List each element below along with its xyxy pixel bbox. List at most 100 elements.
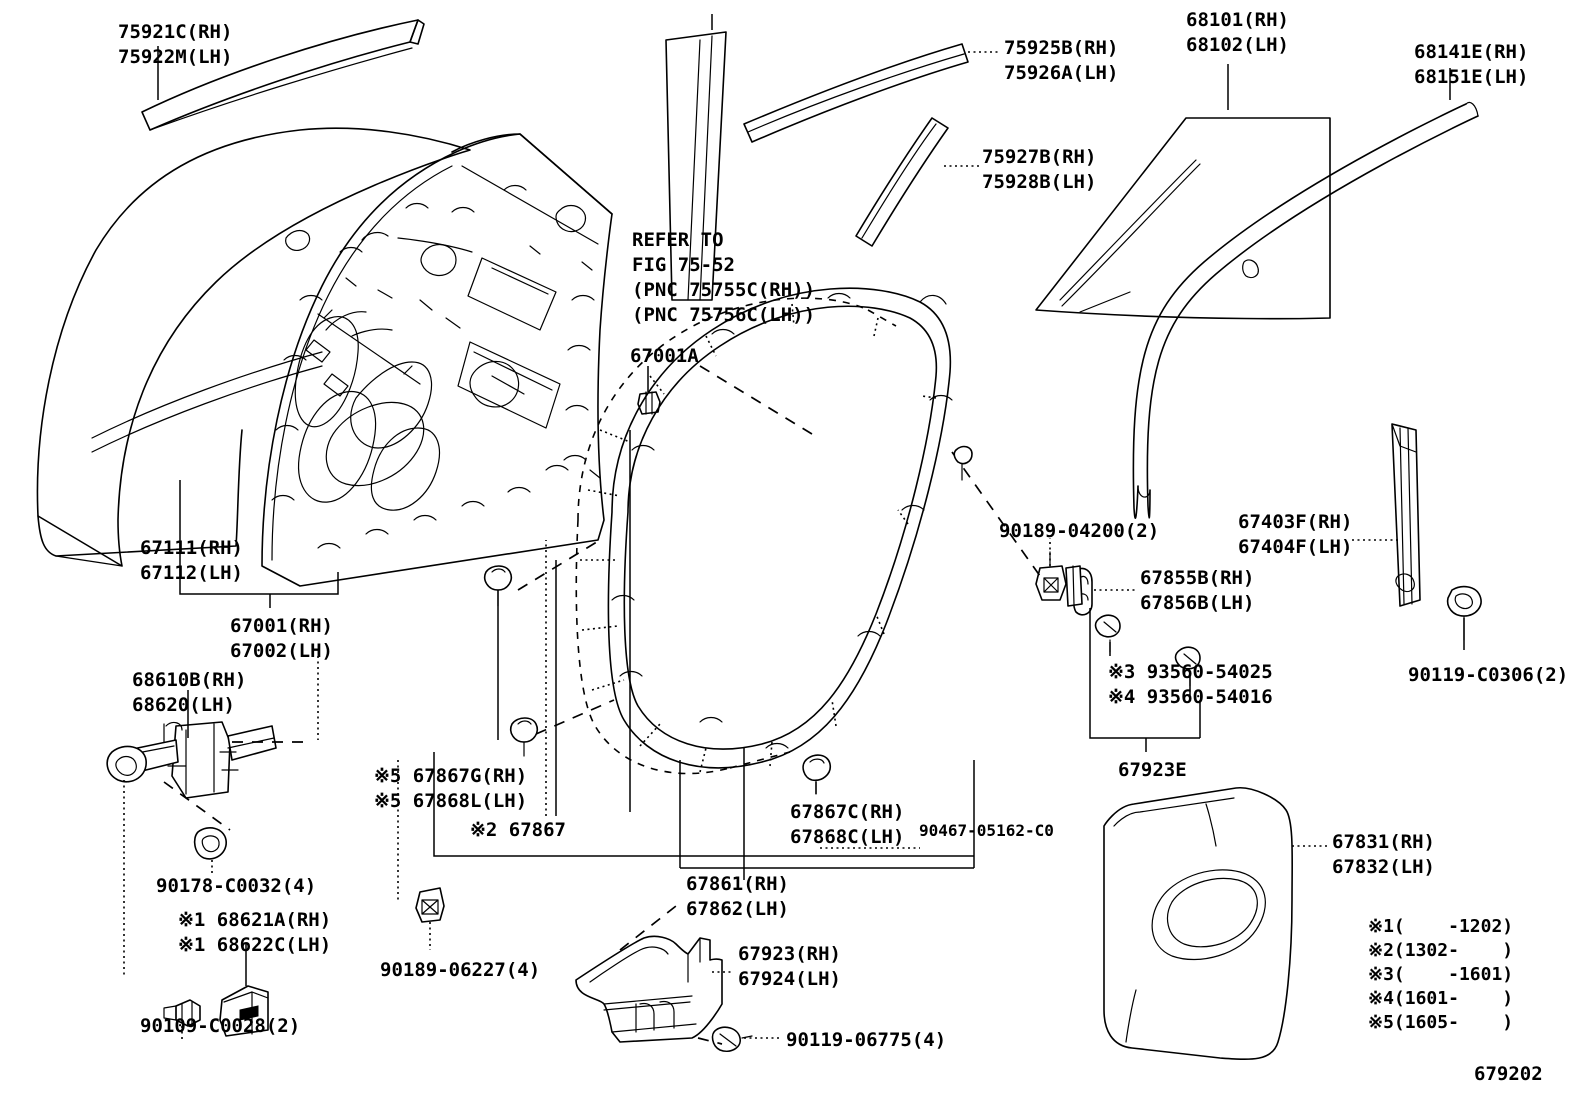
figure-id: 679202 [1474, 1063, 1543, 1085]
part-label-l-68141: 68141E(RH) 68151E(LH) [1414, 40, 1528, 90]
footnote-fn5: ※5(1605- ) [1368, 1012, 1514, 1033]
part-number-text: 90119-C0306(2) [1408, 664, 1569, 686]
leader-weatherstrip-dash-left [517, 539, 601, 591]
leader-67923-dash [619, 905, 677, 951]
part-number-text: 90109-C0028(2) [140, 1015, 301, 1037]
part-number-text: 67862(LH) [686, 898, 789, 920]
part-label-l-90189-04200: 90189-04200(2) [999, 519, 1159, 544]
part-90119-06775-screw [711, 1026, 753, 1053]
part-number-text: ※5 67867G(RH) [374, 765, 528, 787]
part-67923-splash-cover [575, 935, 723, 1043]
part-number-text: REFER TO [632, 229, 724, 251]
part-number-text: 68102(LH) [1186, 34, 1289, 56]
footnote-block: ※1( -1202)※2(1302- )※3( -1601)※4(1601- )… [1368, 915, 1513, 1035]
part-number-text: 75921C(RH) [118, 21, 233, 43]
part-90119-c0306-screw [1446, 585, 1482, 641]
part-number-text: 67831(RH) [1332, 831, 1435, 853]
part-67867c-clip [802, 754, 832, 795]
part-67111-door-outer-panel [36, 127, 471, 567]
part-number-text: 90119-06775(4) [786, 1029, 947, 1051]
leader-67111-bracket [179, 532, 339, 595]
part-number-text: 75922M(LH) [118, 46, 233, 68]
part-number-text: 90189-04200(2) [999, 520, 1160, 542]
part-label-l-67867g: ※5 67867G(RH)※5 67868L(LH) [374, 764, 527, 814]
part-label-l-67923: 67923(RH) 67924(LH) [738, 942, 841, 992]
bracket-67923e [1089, 608, 1200, 739]
part-label-l-67111: 67111(RH) 67112(LH) [140, 536, 243, 586]
footnote-fn3: ※3( -1601) [1368, 964, 1514, 985]
part-number-text: 68101(RH) [1186, 9, 1289, 31]
leader-68610-dash2 [163, 781, 231, 831]
part-label-l-68610: 68610B(RH)68620(LH) [132, 668, 246, 718]
part-label-l-90119-c0306: 90119-C0306(2) [1408, 663, 1568, 688]
part-label-l-75927: 75927B(RH)75928B(LH) [982, 145, 1096, 195]
part-68101-door-glass [1035, 117, 1331, 320]
part-number-text: ※1 68622C(LH) [178, 934, 332, 956]
part-number-text: 67001A [630, 345, 699, 367]
part-label-l-90467: 90467-05162-C0 [919, 820, 1054, 841]
part-75927b-strip [855, 117, 949, 247]
part-label-l-90189-06227: 90189-06227(4) [380, 958, 540, 983]
part-number-text: (PNC 75755C(RH)) [632, 279, 816, 301]
part-number-text: 75927B(RH) [982, 146, 1097, 168]
part-number-text: ※2 67867 [470, 819, 566, 841]
part-number-text: ※1 68621A(RH) [178, 909, 332, 931]
part-67831-service-hole-cover [1103, 787, 1294, 1060]
part-label-l-93560: ※3 93560-54025※4 93560-54016 [1108, 660, 1273, 710]
bracket-clips-67867 [433, 758, 974, 857]
part-number-text: 67403F(RH) [1238, 511, 1353, 533]
part-75925b-belt-moulding [743, 43, 969, 143]
part-93560-screw-a [1094, 614, 1121, 653]
part-label-l-67001: 67001(RH)67002(LH) [230, 614, 333, 664]
part-number-text: 67856B(LH) [1140, 592, 1255, 614]
part-label-l-67831: 67831(RH) 67832(LH) [1332, 830, 1435, 880]
part-number-text: 90467-05162-C0 [919, 821, 1054, 840]
part-label-l-67923e: 67923E [1118, 758, 1187, 783]
part-label-l-75925: 75925B(RH)75926A(LH) [1004, 36, 1118, 86]
part-number-text: 67112(LH) [140, 562, 243, 584]
part-67861-door-weatherstrip [607, 287, 953, 769]
part-number-text: 67924(LH) [738, 968, 841, 990]
part-number-text: 68151E(LH) [1414, 66, 1529, 88]
part-number-text: 67923(RH) [738, 943, 841, 965]
part-label-l-67403: 67403F(RH)67404F(LH) [1238, 510, 1352, 560]
part-90178-c0032-nut [193, 827, 227, 860]
part-number-text: ※4 93560-54016 [1108, 686, 1273, 708]
part-label-l-67855: 67855B(RH) 67856B(LH) [1140, 566, 1254, 616]
part-glassrun-stop [1065, 565, 1083, 607]
part-number-text: 67923E [1118, 759, 1187, 781]
part-67001-door-inner-panel [261, 133, 613, 587]
leader-67001a-dash [699, 365, 813, 435]
part-90189-06227-clip [415, 887, 445, 923]
part-plug-upper [953, 445, 973, 481]
part-68621a-cover [219, 985, 269, 1037]
footnote-fn1: ※1( -1202) [1368, 916, 1514, 937]
door-opening-dashed-contour [575, 297, 897, 775]
footnote-fn2: ※2(1302- ) [1368, 940, 1514, 961]
part-68610b-door-check [106, 721, 277, 799]
part-number-text: 67832(LH) [1332, 856, 1435, 878]
part-number-text: 68141E(RH) [1414, 41, 1529, 63]
part-number-text: 67855B(RH) [1140, 567, 1255, 589]
part-number-text: 90178-C0032(4) [156, 875, 317, 897]
part-number-text: 67868C(LH) [790, 826, 905, 848]
leader-90119-06775-dash [697, 1037, 723, 1045]
part-90109-c0028-bolt [163, 999, 201, 1027]
part-number-text: 75925B(RH) [1004, 37, 1119, 59]
part-label-l-67861: 67861(RH)67862(LH) [686, 872, 789, 922]
part-label-l-90119-06775: 90119-06775(4) [786, 1028, 946, 1053]
part-67001a-clip [637, 391, 661, 415]
part-number-text: 67111(RH) [140, 537, 243, 559]
part-label-l-90109: 90109-C0028(2) [140, 1014, 300, 1039]
part-number-text: FIG 75-52 [632, 254, 735, 276]
leader-90189-04200-dash [951, 451, 1041, 577]
part-number-text: 68620(LH) [132, 694, 235, 716]
part-number-text: (PNC 75756C(LH)) [632, 304, 816, 326]
part-67403f-division-bar [1391, 423, 1421, 607]
part-label-l-67001a: 67001A [630, 344, 699, 369]
part-number-text: 67001(RH) [230, 615, 333, 637]
part-number-text: 90189-06227(4) [380, 959, 541, 981]
part-67867g-clip [483, 565, 513, 607]
part-label-l-75921: 75921C(RH) 75922M(LH) [118, 20, 232, 70]
